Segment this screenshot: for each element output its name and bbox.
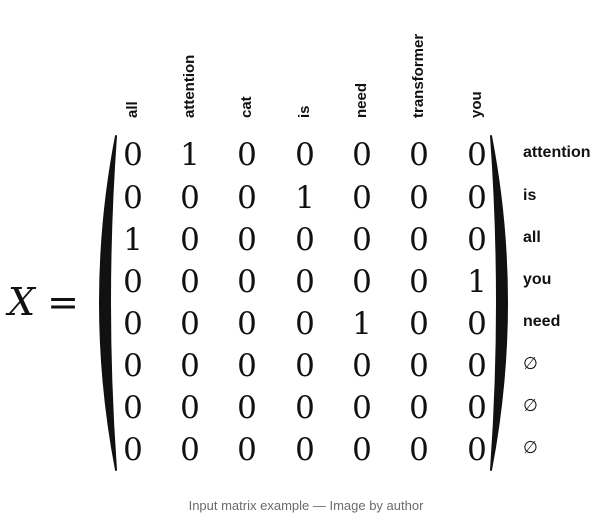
matrix-cell: 0 <box>467 137 487 173</box>
matrix-cell: 0 <box>409 348 429 384</box>
matrix-cell: 0 <box>237 348 257 384</box>
matrix-cell: 0 <box>123 264 143 300</box>
matrix-cell: 0 <box>295 432 315 468</box>
column-label: need <box>353 82 370 118</box>
matrix-cell: 0 <box>295 222 315 258</box>
matrix-cell: 0 <box>295 348 315 384</box>
matrix-cell: 0 <box>295 306 315 342</box>
matrix-cell: 0 <box>123 432 143 468</box>
matrix-cell: 0 <box>409 222 429 258</box>
matrix-cell: 1 <box>467 264 487 300</box>
matrix-cell: 0 <box>180 390 200 426</box>
matrix-cell: 0 <box>409 264 429 300</box>
row-label: is <box>523 187 537 204</box>
matrix-cell: 0 <box>123 348 143 384</box>
row-label: you <box>523 271 552 288</box>
matrix-cell: 0 <box>352 222 372 258</box>
column-label: all <box>124 101 141 118</box>
matrix-cell: 0 <box>180 306 200 342</box>
row-label: all <box>523 229 541 246</box>
matrix-cell: 0 <box>295 390 315 426</box>
matrix-cell: 0 <box>123 180 143 216</box>
matrix-cell: 0 <box>237 432 257 468</box>
matrix-cell: 0 <box>352 180 372 216</box>
row-label-empty: ∅ <box>523 354 538 374</box>
matrix-cell: 1 <box>352 306 372 342</box>
matrix-cell: 0 <box>409 390 429 426</box>
matrix-cell: 0 <box>352 348 372 384</box>
matrix-cell: 0 <box>352 264 372 300</box>
matrix-cell: 0 <box>409 137 429 173</box>
matrix-cell: 0 <box>352 390 372 426</box>
row-label: need <box>523 313 561 330</box>
matrix-cell: 0 <box>237 180 257 216</box>
row-label: attention <box>523 144 591 161</box>
matrix-cell: 0 <box>180 222 200 258</box>
matrix-cell: 0 <box>180 180 200 216</box>
column-label: cat <box>238 96 255 118</box>
matrix-cell: 1 <box>123 222 143 258</box>
matrix-cell: 0 <box>295 264 315 300</box>
matrix-cell: 0 <box>467 348 487 384</box>
matrix-cell: 0 <box>352 137 372 173</box>
matrix-cell: 0 <box>352 432 372 468</box>
equals-sign: = <box>47 280 79 324</box>
column-label: is <box>296 105 313 118</box>
matrix-variable: X <box>8 280 36 324</box>
matrix-cell: 0 <box>237 264 257 300</box>
matrix-cell: 0 <box>237 390 257 426</box>
matrix-cell: 0 <box>467 390 487 426</box>
matrix-cell: 0 <box>123 390 143 426</box>
row-label-empty: ∅ <box>523 396 538 416</box>
matrix-cell: 0 <box>467 432 487 468</box>
matrix-cell: 0 <box>237 137 257 173</box>
matrix-cell: 0 <box>237 222 257 258</box>
matrix-cell: 0 <box>467 222 487 258</box>
matrix-cell: 1 <box>295 180 315 216</box>
row-label-empty: ∅ <box>523 438 538 458</box>
matrix-cell: 0 <box>123 137 143 173</box>
matrix-cell: 0 <box>180 264 200 300</box>
matrix-cell: 1 <box>180 137 200 173</box>
figure-caption: Input matrix example — Image by author <box>188 498 424 513</box>
column-label: transformer <box>410 33 427 118</box>
column-label: attention <box>181 54 198 118</box>
matrix-cell: 0 <box>237 306 257 342</box>
matrix-cell: 0 <box>409 180 429 216</box>
matrix-cell: 0 <box>409 306 429 342</box>
column-label: you <box>468 91 485 118</box>
matrix-cell: 0 <box>123 306 143 342</box>
matrix-cell: 0 <box>467 306 487 342</box>
matrix-cell: 0 <box>295 137 315 173</box>
matrix-variable-expression: X = <box>8 279 79 325</box>
matrix-cell: 0 <box>409 432 429 468</box>
matrix-cell: 0 <box>467 180 487 216</box>
matrix-cell: 0 <box>180 348 200 384</box>
matrix-cell: 0 <box>180 432 200 468</box>
